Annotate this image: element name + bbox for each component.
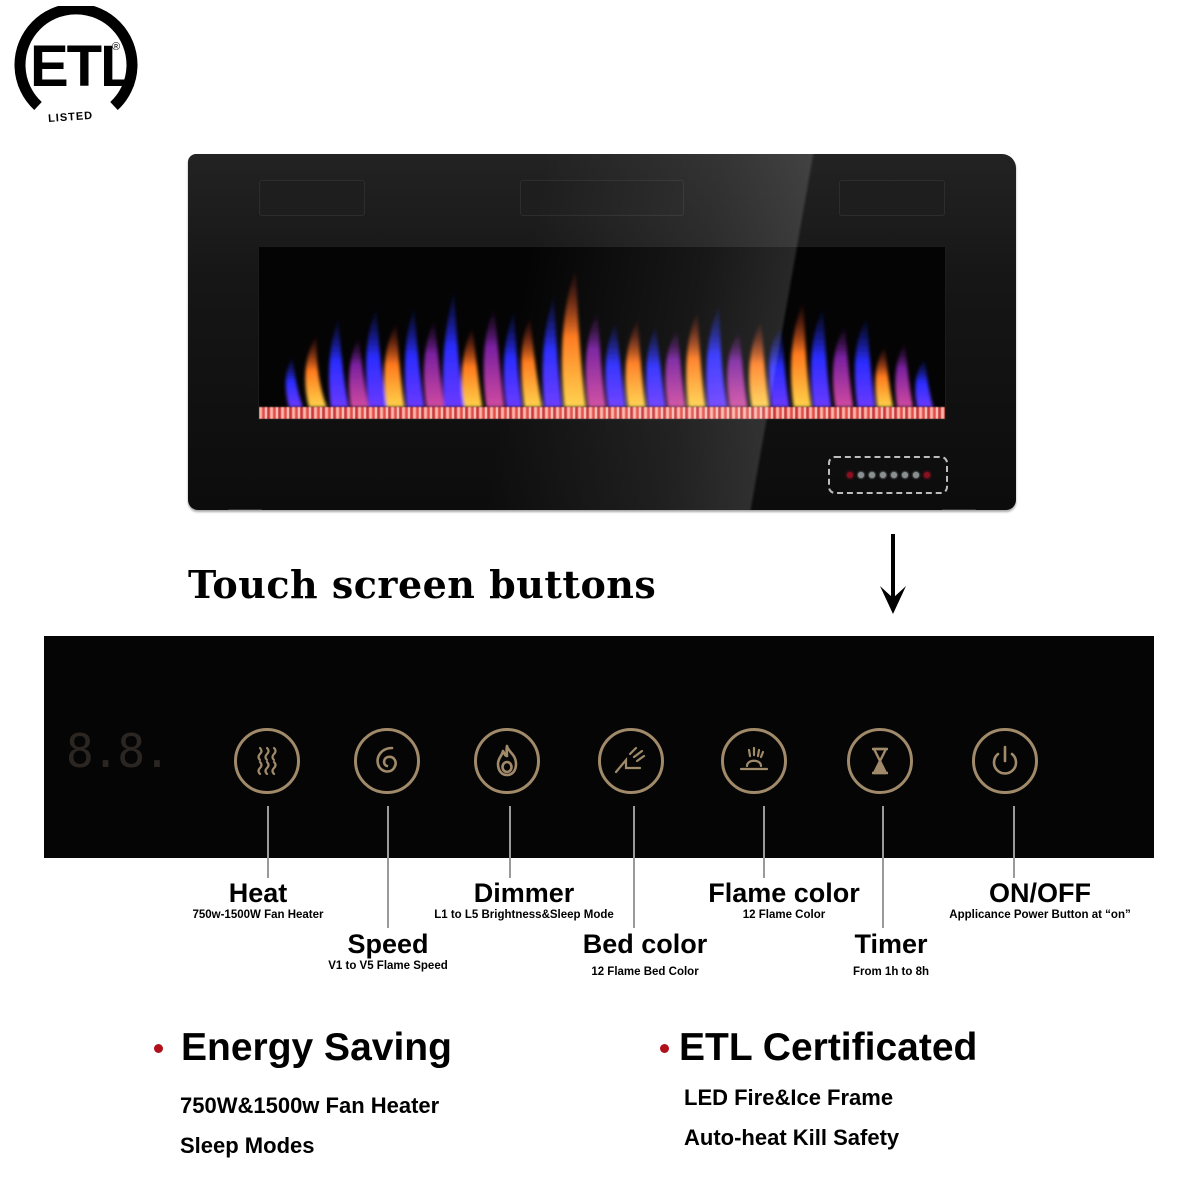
power-button[interactable] (972, 728, 1038, 794)
feature-etl-certificated: ETL Certificated LED Fire&Ice Frame Auto… (660, 1026, 977, 1158)
flame-color-label: Flame color 12 Flame Color (708, 878, 860, 921)
flames-icon (285, 266, 934, 408)
svg-text:ETL: ETL (30, 34, 134, 99)
vent-left (259, 180, 365, 216)
bullet-icon (660, 1043, 669, 1053)
bullet-icon (154, 1043, 163, 1053)
led-indicator (868, 472, 875, 478)
flame-light-icon (739, 746, 769, 771)
leader-line (763, 806, 765, 878)
arrow-down-icon (880, 534, 906, 614)
feature-energy-saving: Energy Saving 750W&1500w Fan Heater Slee… (154, 1026, 452, 1166)
led-indicator (923, 472, 930, 478)
fireplace-unit (188, 154, 1016, 510)
led-indicator (857, 472, 864, 478)
timer-label: Timer From 1h to 8h (852, 929, 930, 978)
led-indicator (901, 472, 908, 478)
speed-label: Speed V1 to V5 Flame Speed (328, 929, 448, 972)
led-indicator (879, 472, 886, 478)
bed-color-label: Bed color 12 Flame Bed Color (582, 929, 708, 978)
vent-right (839, 180, 945, 216)
fireplace-foot (942, 509, 976, 510)
dimmer-button[interactable] (474, 728, 540, 794)
leader-line (1013, 806, 1015, 878)
flame-color-button[interactable] (721, 728, 787, 794)
power-icon (992, 745, 1018, 775)
heat-button[interactable] (234, 728, 300, 794)
dimmer-label: Dimmer L1 to L5 Brightness&Sleep Mode (434, 878, 614, 921)
leader-line (267, 806, 269, 878)
leader-line (387, 806, 389, 928)
heat-waves-icon (257, 746, 277, 776)
vent-center (520, 180, 684, 216)
flame-icon (496, 744, 518, 777)
leader-line (882, 806, 884, 928)
etl-listed-logo: ETL ® LISTED (14, 6, 138, 124)
led-indicator (846, 472, 853, 478)
ember-bed-icon (614, 746, 646, 774)
led-indicator (912, 472, 919, 478)
spiral-icon (376, 746, 397, 773)
leader-line (633, 806, 635, 928)
svg-text:LISTED: LISTED (48, 110, 94, 124)
leader-line (509, 806, 511, 878)
led-indicator (890, 472, 897, 478)
bed-color-button[interactable] (598, 728, 664, 794)
firebox (258, 246, 946, 420)
svg-text:®: ® (112, 41, 120, 53)
timer-button[interactable] (847, 728, 913, 794)
on-off-label: ON/OFF Applicance Power Button at “on” (949, 878, 1131, 921)
speed-button[interactable] (354, 728, 420, 794)
control-strip[interactable] (828, 456, 948, 494)
touch-control-panel: 8.8. (44, 636, 1154, 858)
heat-label: Heat 750w-1500W Fan Heater (192, 878, 324, 921)
hourglass-icon (872, 747, 888, 775)
section-title: Touch screen buttons (188, 562, 657, 607)
ember-bed (259, 407, 945, 419)
fireplace-foot (228, 509, 262, 510)
led-display: 8.8. (66, 724, 171, 778)
